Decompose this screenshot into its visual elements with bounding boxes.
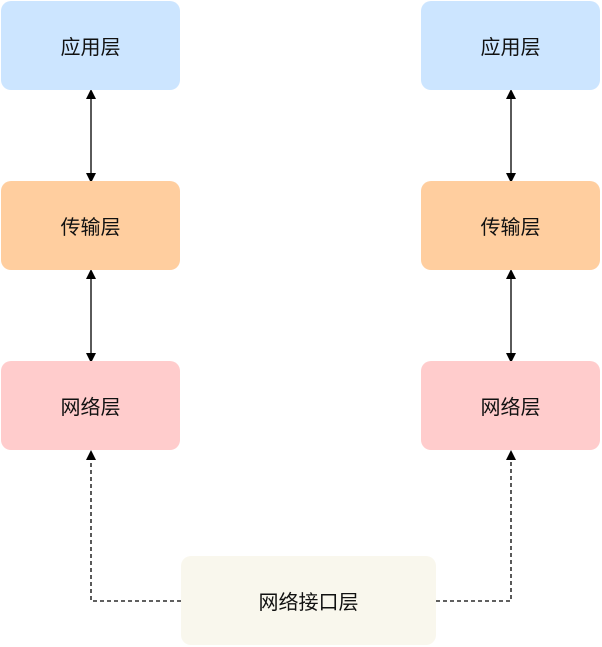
right-network-label: 网络层 xyxy=(480,395,541,419)
network-interface-layer: 网络接口层 xyxy=(181,556,436,645)
right-network-layer: 网络层 xyxy=(421,361,600,450)
right-transport-label: 传输层 xyxy=(480,215,541,239)
network-interface-label: 网络接口层 xyxy=(258,590,359,614)
left-transport-layer: 传输层 xyxy=(1,181,180,270)
right-application-label: 应用层 xyxy=(480,35,541,59)
left-network-label: 网络层 xyxy=(60,395,121,419)
right-transport-layer: 传输层 xyxy=(421,181,600,270)
dashed-link-left xyxy=(86,450,181,602)
right-application-layer: 应用层 xyxy=(421,1,600,90)
dashed-link-right xyxy=(436,450,516,602)
left-network-layer: 网络层 xyxy=(1,361,180,450)
left-transport-label: 传输层 xyxy=(60,215,121,239)
left-application-label: 应用层 xyxy=(60,35,121,59)
left-application-layer: 应用层 xyxy=(1,1,180,90)
